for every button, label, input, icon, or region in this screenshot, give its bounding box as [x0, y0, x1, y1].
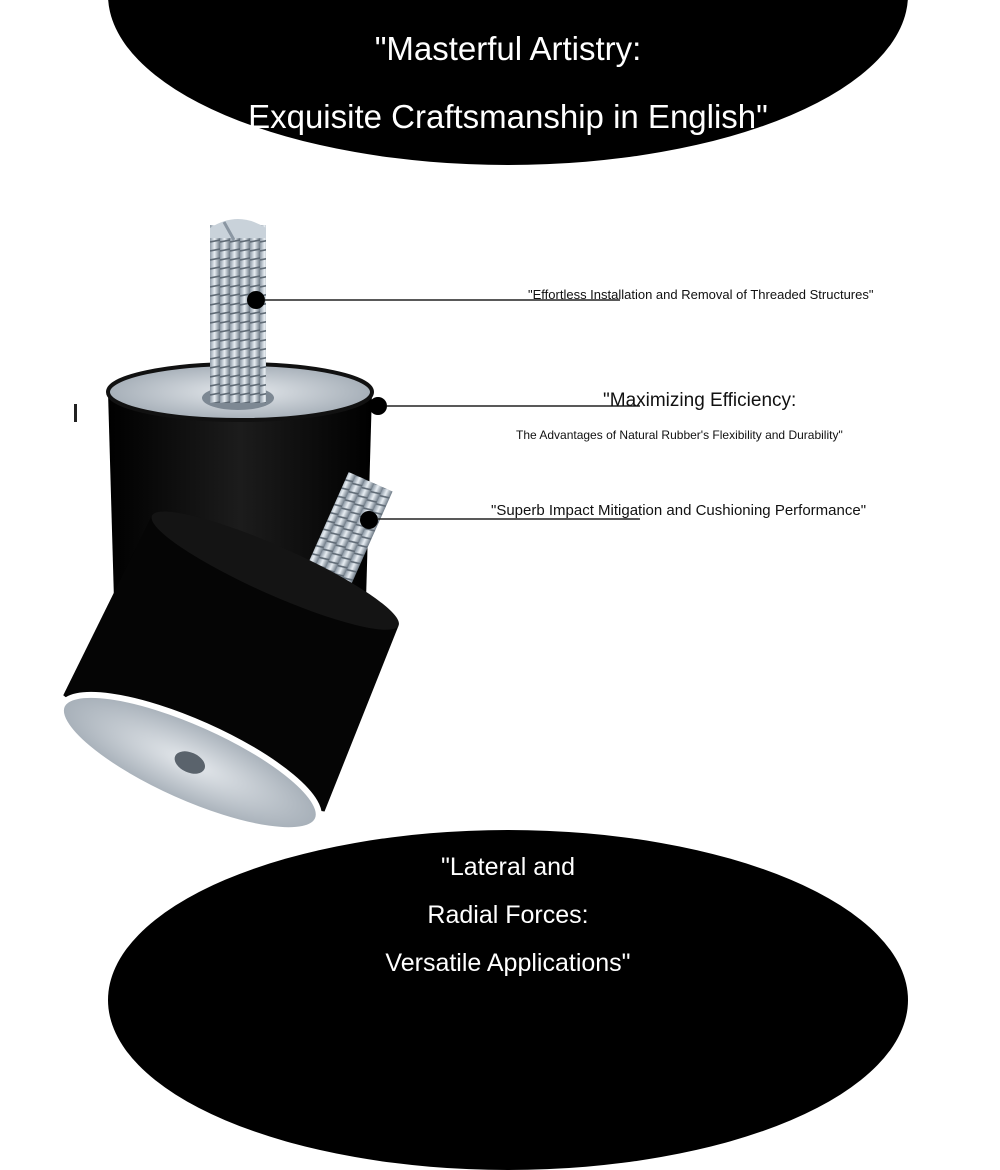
callout-maximizing-efficiency: "Maximizing Efficiency: — [603, 390, 797, 411]
footer-banner: "Lateral and Radial Forces: Versatile Ap… — [108, 830, 908, 1170]
callout-leaders — [247, 291, 640, 529]
callout-impact-mitigation: "Superb Impact Mitigation and Cushioning… — [491, 502, 867, 519]
callout-dot-3 — [360, 511, 378, 529]
callout-dot-1 — [247, 291, 265, 309]
footer-line-1: "Lateral and — [441, 853, 575, 881]
footer-line-3: Versatile Applications" — [385, 949, 631, 977]
callout-threaded-structures: "Effortless Installation and Removal of … — [528, 287, 874, 302]
edge-mark — [74, 404, 77, 422]
header-line-1: "Masterful Artistry: — [374, 29, 642, 67]
callout-rubber-advantages: The Advantages of Natural Rubber's Flexi… — [516, 428, 843, 442]
product-illustration — [57, 219, 640, 834]
footer-line-2: Radial Forces: — [427, 901, 589, 929]
callout-dot-2 — [369, 397, 387, 415]
header-line-2: Exquisite Craftsmanship in English" — [248, 97, 768, 135]
tilted-mount — [57, 472, 399, 834]
upright-mount — [106, 219, 374, 611]
